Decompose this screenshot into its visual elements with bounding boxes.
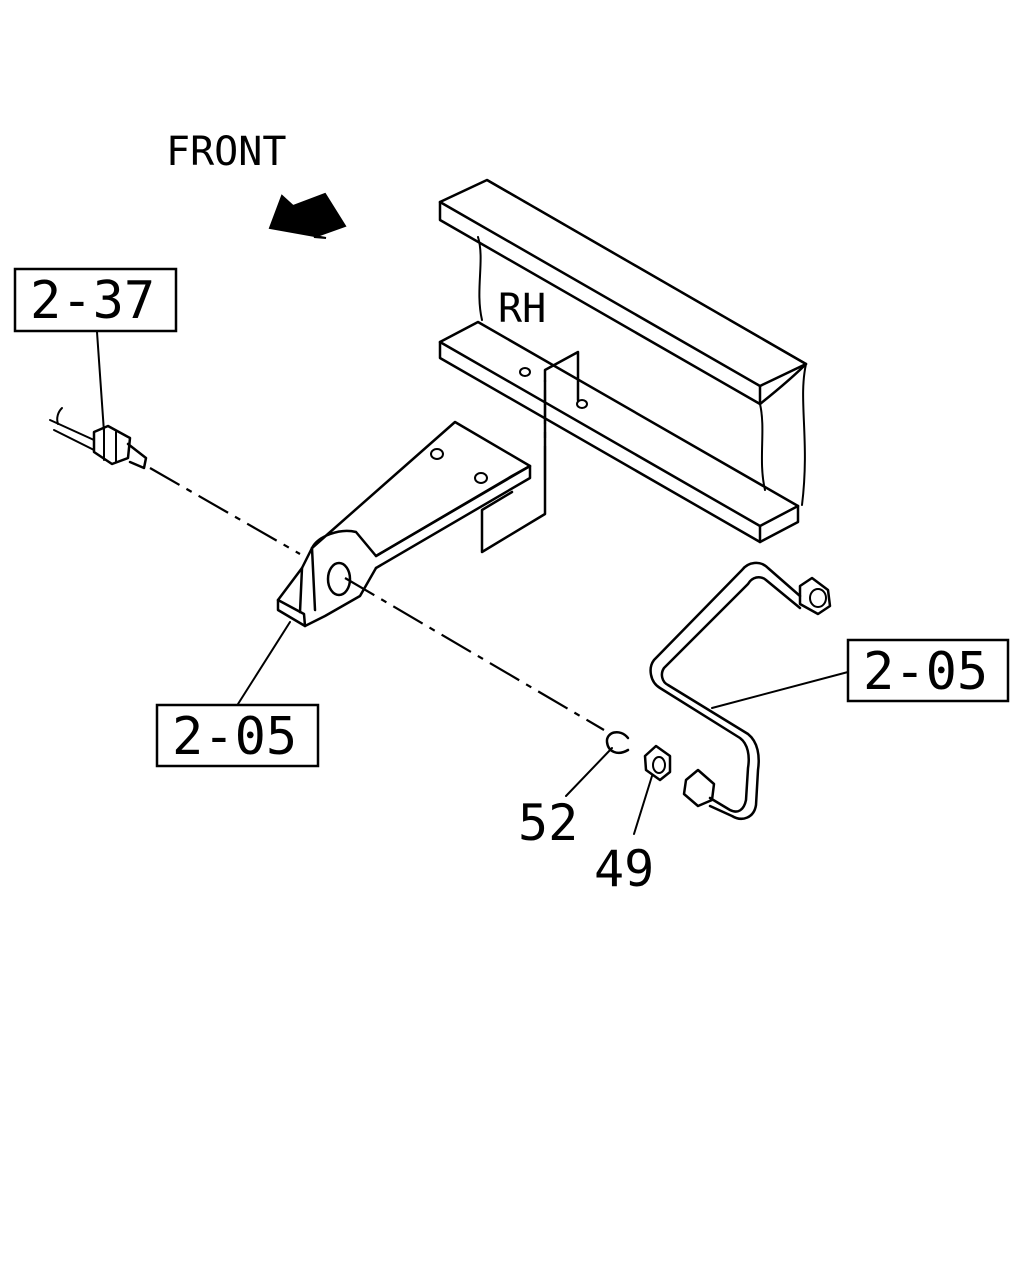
svg-text:2-05: 2-05 [863, 642, 988, 702]
brake-pipe [649, 561, 832, 820]
callout-2-05-right[interactable]: 2-05 [846, 638, 1010, 703]
part-number-49[interactable]: 49 [594, 840, 654, 898]
callout-2-37[interactable]: 2-37 [13, 267, 178, 333]
svg-text:2-37: 2-37 [30, 271, 155, 331]
front-label: FRONT [166, 129, 286, 175]
bracket [276, 350, 580, 628]
svg-text:2-05: 2-05 [172, 707, 297, 767]
cable-end [49, 407, 148, 470]
nut-part [643, 744, 672, 782]
part-number-52[interactable]: 52 [518, 794, 578, 852]
side-label: RH [498, 286, 546, 332]
callout-2-05-left[interactable]: 2-05 [155, 703, 320, 768]
clip-part [605, 730, 630, 754]
front-arrow-icon [268, 192, 347, 239]
frame-rail [438, 178, 808, 544]
